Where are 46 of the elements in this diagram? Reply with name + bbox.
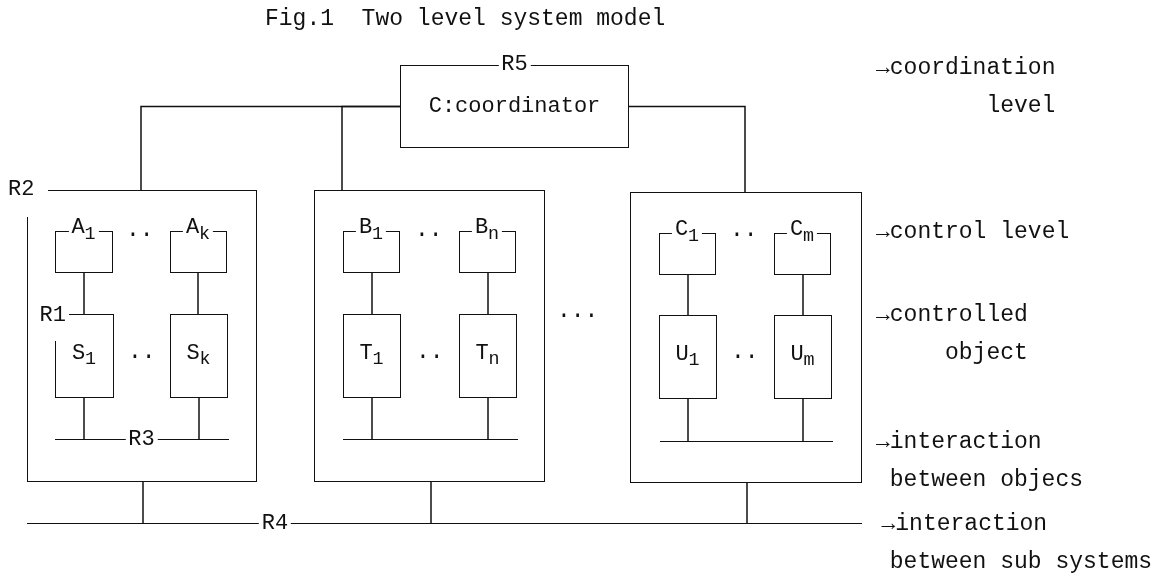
ellipsis: ··: [128, 344, 156, 370]
subsystem-box: [314, 190, 545, 482]
box-label: S$_{k}$: [186, 342, 211, 369]
box-label: S$_{1}$: [71, 342, 97, 369]
object-box: [169, 313, 228, 398]
figure-title: Fig.1 Two level system model: [265, 6, 666, 32]
connector-line: [371, 397, 373, 440]
object-box: [773, 314, 832, 399]
box-label: C:coordinator: [428, 95, 601, 118]
connector-line: [687, 274, 689, 316]
level-note: →control level: [876, 218, 1071, 247]
level-note: →interaction between objecs: [876, 428, 1085, 495]
connector-line: [487, 397, 489, 440]
level-note: →interaction between sub systems: [880, 510, 1154, 577]
connector-line: [802, 398, 804, 442]
ellipsis: ··: [731, 344, 759, 370]
connector-line: [487, 272, 489, 315]
ellipsis: ··: [126, 222, 154, 248]
connector-line: [83, 272, 85, 315]
connector-line: [197, 272, 199, 315]
connector-line: [341, 105, 401, 191]
connector-line: [628, 105, 746, 193]
box-label: U$_{1}$: [675, 343, 700, 370]
object-box: [658, 314, 717, 399]
box-label: T$_{1}$: [359, 342, 384, 369]
subsystem-box: [630, 192, 862, 483]
connector-line: [142, 481, 144, 524]
connector-line: [687, 398, 689, 442]
ellipsis: ··: [416, 344, 444, 370]
bus-line: [342, 438, 518, 440]
level-note: →controlled object: [876, 301, 1028, 368]
level-note: →coordination level: [876, 54, 1056, 121]
box-label: U$_{m}$: [790, 343, 815, 370]
connector-line: [371, 272, 373, 315]
connector-line: [802, 274, 804, 316]
connector-line: [430, 481, 432, 524]
ellipsis: ··: [415, 222, 443, 248]
connector-line: [83, 397, 85, 440]
connector-line: [198, 397, 200, 440]
connector-line: [746, 482, 748, 524]
ellipsis: ··: [730, 222, 758, 248]
ellipsis: ···: [557, 303, 599, 329]
box-label: T$_{n}$: [475, 342, 500, 369]
object-box: [342, 313, 401, 398]
bus-line: [659, 440, 833, 442]
object-box: [458, 313, 517, 398]
